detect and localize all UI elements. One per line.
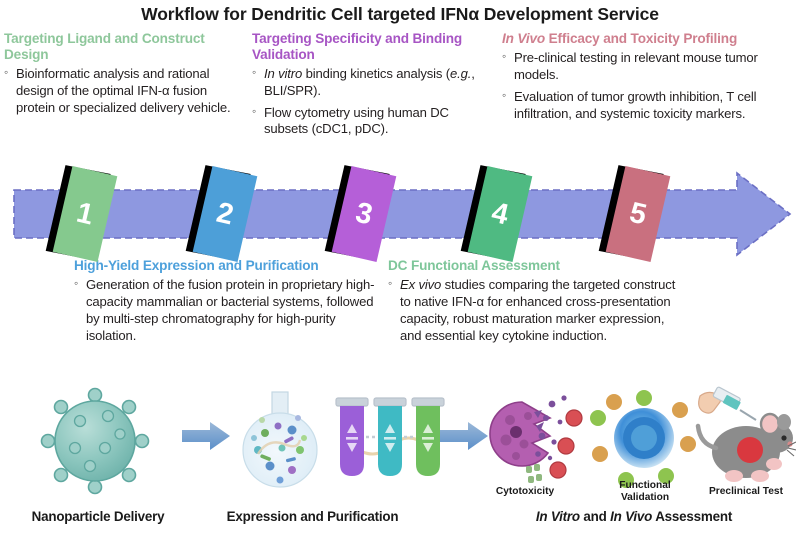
subcaption-cytotoxicity: Cytotoxicity (495, 486, 555, 497)
list-item: Flow cytometry using human DC subsets (c… (252, 104, 496, 139)
list-item: Ex vivo studies comparing the targeted c… (388, 276, 688, 345)
syringe-icon (698, 386, 757, 421)
preclinical-mouse-icon (694, 386, 797, 495)
flow-arrow-1-icon (180, 420, 232, 457)
flow-arrow-2-icon (438, 420, 490, 457)
cytotoxicity-icon (476, 388, 586, 493)
block-in-vivo-efficacy: In Vivo Efficacy and Toxicity Profiling … (502, 31, 798, 127)
block-list: Generation of the fusion protein in prop… (74, 276, 386, 345)
arrow-shape (13, 171, 792, 257)
block-list: Bioinformatic analysis and rational desi… (4, 65, 244, 117)
list-item: Evaluation of tumor growth inhibition, T… (502, 88, 798, 123)
subcaption-functional-validation: Functional Validation (619, 480, 671, 503)
block-heading: In Vivo Efficacy and Toxicity Profiling (502, 31, 738, 46)
block-high-yield-expression: High-Yield Expression and Purification G… (74, 258, 386, 349)
step-number: 5 (626, 196, 650, 231)
subcaption-preclinical-test: Preclinical Test (709, 486, 783, 497)
caption-nanoparticle-delivery: Nanoparticle Delivery (31, 509, 165, 524)
block-list: Pre-clinical testing in relevant mouse t… (502, 49, 798, 123)
block-targeting-ligand: Targeting Ligand and Construct Design Bi… (4, 31, 244, 121)
functional-validation-icon (590, 388, 698, 493)
list-item: Bioinformatic analysis and rational desi… (4, 65, 244, 117)
caption-assessment: In Vitro and In Vivo Assessment (535, 509, 733, 524)
nanoparticle-icon (20, 386, 170, 501)
block-heading: Targeting Ligand and Construct Design (4, 31, 205, 62)
block-heading: High-Yield Expression and Purification (74, 258, 319, 273)
caption-expression-purification: Expression and Purification (226, 509, 399, 524)
step-number: 1 (73, 196, 97, 231)
list-item: Generation of the fusion protein in prop… (74, 276, 386, 345)
step-number: 4 (488, 196, 512, 231)
block-list: In vitro binding kinetics analysis (e.g.… (252, 65, 496, 139)
step-number: 2 (213, 196, 237, 231)
workflow-arrow-band (0, 168, 800, 260)
block-dc-functional-assessment: DC Functional Assessment Ex vivo studies… (388, 258, 688, 349)
chromatography-columns-icon (330, 390, 450, 493)
block-heading: Targeting Specificity and Binding Valida… (252, 31, 463, 62)
page-title: Workflow for Dendritic Cell targeted IFN… (141, 4, 659, 24)
step-number: 3 (352, 196, 376, 231)
list-item: In vitro binding kinetics analysis (e.g.… (252, 65, 496, 100)
block-list: Ex vivo studies comparing the targeted c… (388, 276, 688, 345)
flask-icon (240, 388, 322, 501)
list-item: Pre-clinical testing in relevant mouse t… (502, 49, 798, 84)
block-heading: DC Functional Assessment (388, 258, 560, 273)
block-targeting-specificity: Targeting Specificity and Binding Valida… (252, 31, 496, 143)
